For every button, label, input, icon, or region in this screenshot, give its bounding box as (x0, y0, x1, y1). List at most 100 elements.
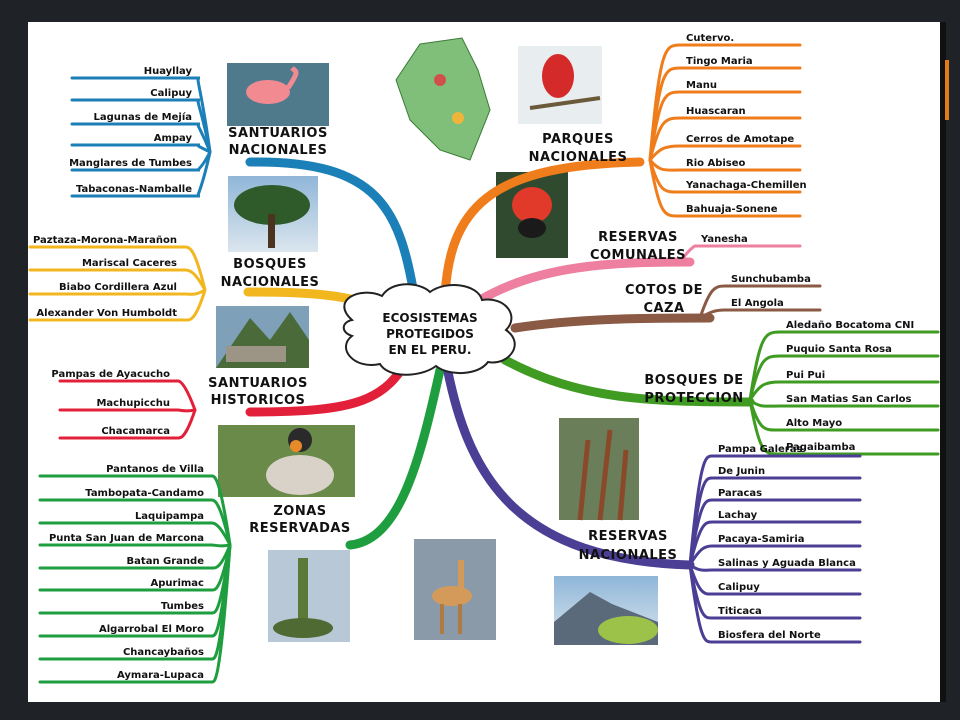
branch-leaf-line (70, 98, 212, 154)
branch-trunk (510, 313, 715, 333)
branch-item-label: Huayllay (144, 66, 193, 77)
branch-leaf-line (28, 268, 207, 292)
branch-item-label: Calipuy (150, 88, 192, 99)
forest-tree-picture (228, 176, 318, 252)
branch-leaf-line (748, 380, 940, 402)
macaw-picture (518, 46, 602, 124)
branch-item-label: Tingo Maria (686, 56, 753, 67)
branch-leaf-line (688, 544, 862, 567)
category-label: COMUNALES (590, 248, 686, 263)
branch-item-label: Ampay (154, 133, 193, 144)
branch-item-label: Batan Grande (127, 556, 205, 567)
branch-leaf-line (688, 563, 862, 644)
branch-item-label: Aledaño Bocatoma CNI (786, 320, 914, 331)
branch-leaf-line (688, 563, 862, 572)
branch-item-label: Lachay (718, 510, 758, 521)
branch-trunk (500, 355, 755, 407)
branch-item-label: Salinas y Aguada Blanca (718, 558, 856, 569)
branch-leaf-line (688, 498, 862, 567)
branch-item-label: El Angola (731, 298, 784, 309)
vicuna-picture (414, 539, 496, 640)
branch-trunk (345, 365, 445, 550)
accent-bar (945, 60, 949, 120)
branch-leaf-line (688, 563, 862, 620)
branch-item-label: Huascaran (686, 106, 746, 117)
category-label: NACIONALES (229, 143, 328, 158)
branch-leaf-line (58, 379, 197, 412)
branch-item-label: Chacamarca (101, 426, 170, 437)
category-label: SANTUARIOS (208, 376, 308, 391)
category-label: ZONAS (273, 504, 326, 519)
center-title-line-3: EN EL PERU. (389, 343, 472, 357)
branch-item-label: Manu (686, 80, 717, 91)
peru-map-picture (380, 36, 498, 166)
condor-picture (218, 425, 355, 497)
category-label: HISTORICOS (211, 393, 306, 408)
branch-trunk (443, 367, 695, 570)
branch-item-label: Alexander Von Humboldt (36, 308, 177, 319)
branch-leaf-line (688, 454, 862, 567)
branch-item-label: Mariscal Caceres (82, 258, 177, 269)
branch-leaf-line (38, 543, 232, 684)
branch-item-label: Tambopata-Candamo (85, 488, 204, 499)
branch-item-label: Pampas de Ayacucho (51, 369, 170, 380)
branch-leaf-line (38, 498, 232, 547)
branch-leaf-line (70, 150, 212, 172)
branch-item-label: San Matias San Carlos (786, 394, 912, 405)
branch-item-label: Puquio Santa Rosa (786, 344, 892, 355)
branch-leaf-line (70, 150, 212, 198)
branch-item-label: Laquipampa (135, 511, 204, 522)
branch-leaf-line (28, 288, 207, 296)
branch-item-label: Rio Abiseo (686, 158, 746, 169)
category-label: NACIONALES (529, 150, 628, 165)
branch-item-label: Tumbes (161, 601, 204, 612)
volcano-landscape-picture (554, 576, 658, 645)
branch-leaf-line (28, 288, 207, 322)
category-label: NACIONALES (221, 275, 320, 290)
branch-leaf-line (70, 143, 212, 154)
branch-bosques-de-proteccion: Aledaño Bocatoma CNI Puquio Santa RosaPui… (500, 320, 940, 456)
branch-item-label: Paztaza-Morona-Marañon (33, 235, 177, 246)
branch-item-label: Yanachaga-Chemillen (685, 180, 807, 191)
machu-picchu-picture (216, 306, 309, 368)
category-label: PARQUES (542, 132, 614, 147)
category-label: CAZA (643, 301, 684, 316)
branch-item-label: Manglares de Tumbes (69, 158, 192, 169)
category-label: BOSQUES (233, 257, 307, 272)
branch-item-label: Pagaibamba (786, 442, 855, 453)
branch-leaf-line (648, 116, 802, 162)
category-label: SANTUARIOS (228, 126, 328, 141)
branch-item-label: Bahuaja-Sonene (686, 204, 778, 215)
branch-item-label: Algarrobal El Moro (99, 624, 204, 635)
branch-item-label: Titicaca (718, 606, 762, 617)
branch-item-label: Pampa Galeras (718, 444, 802, 455)
branch-leaf-line (38, 543, 232, 548)
branch-item-label: Lagunas de Mejía (94, 111, 192, 123)
branch-leaf-line (58, 408, 197, 413)
branch-item-label: Alto Mayo (786, 418, 842, 429)
branch-leaf-line (748, 398, 940, 456)
category-label: COTOS DE (625, 283, 703, 298)
branch-item-label: Punta San Juan de Marcona (49, 533, 204, 544)
branch-item-label: Biabo Cordillera Azul (59, 282, 177, 293)
branch-leaf-line (698, 308, 822, 320)
center-title-line-1: ECOSISTEMAS (382, 311, 477, 325)
polylepis-forest-picture (559, 418, 639, 521)
branch-trunk (245, 157, 420, 305)
branch-item-label: Tabaconas-Namballe (76, 184, 192, 195)
branch-zonas-reservadas: Pantanos de VillaTambopata-CandamoLaquip… (38, 365, 445, 684)
branch-item-label: Aymara-Lupaca (117, 670, 204, 681)
category-label: RESERVAS (598, 230, 678, 245)
branch-leaf-line (648, 90, 802, 162)
branch-leaf-line (70, 122, 212, 154)
branch-item-label: Cerros de Amotape (686, 134, 794, 145)
category-label: BOSQUES DE (644, 373, 743, 388)
category-label: RESERVADAS (249, 521, 351, 536)
branch-item-label: Pui Pui (786, 370, 825, 381)
